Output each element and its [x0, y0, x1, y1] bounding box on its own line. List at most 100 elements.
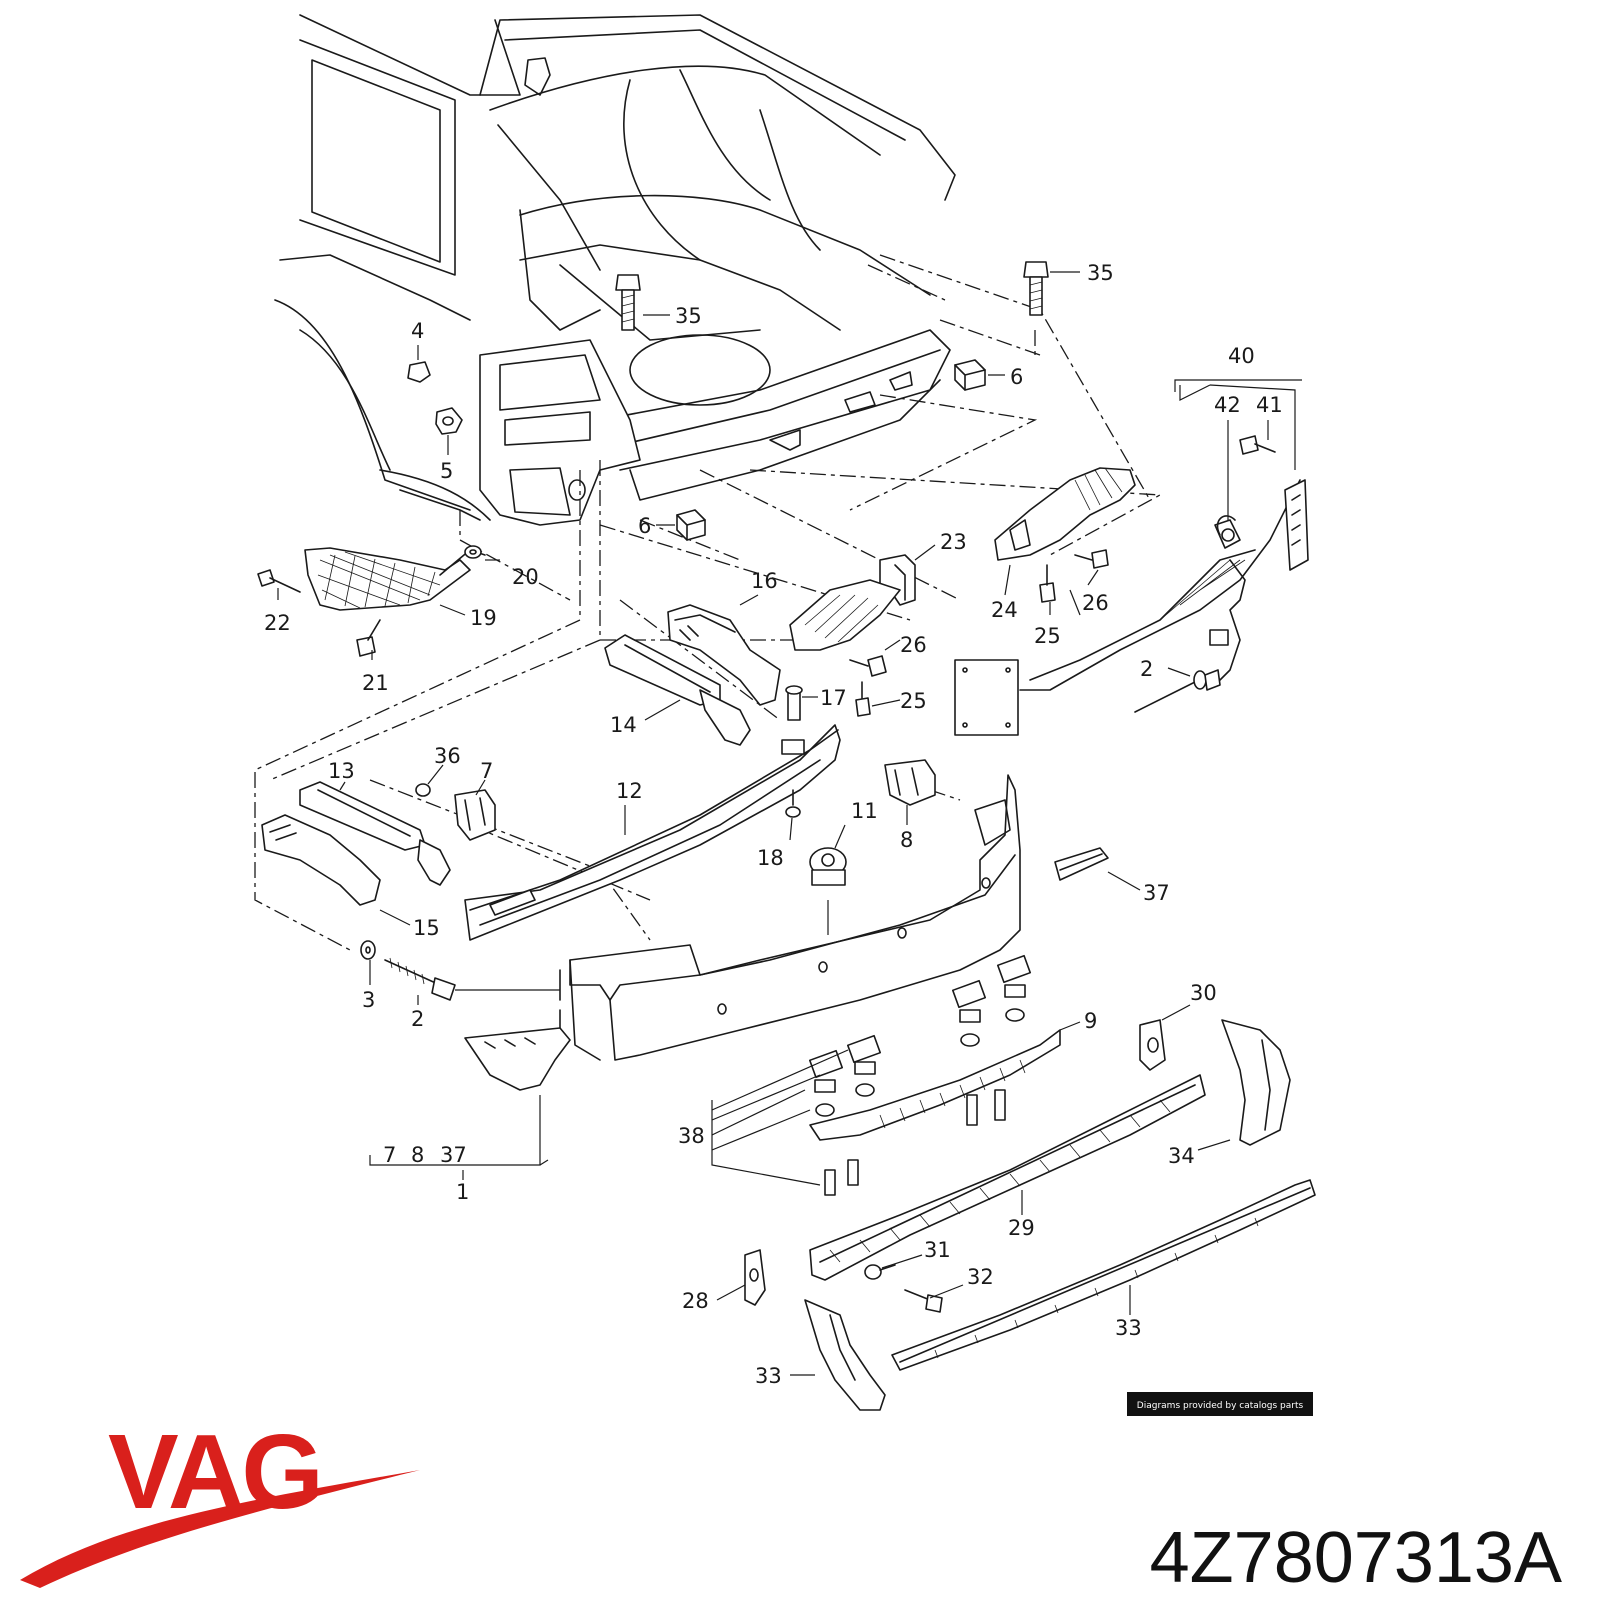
callout-11: 11 [851, 799, 878, 823]
callout-41: 42 [1214, 393, 1241, 417]
callout-numbers: 35 35 4 5 6 6 40 42 41 20 19 22 21 23 16… [264, 261, 1283, 1388]
callout-13: 13 [328, 759, 355, 783]
callout-21: 21 [362, 671, 389, 695]
callout-34: 34 [1168, 1144, 1195, 1168]
callout-35: 35 [675, 304, 702, 328]
washer-3 [360, 940, 376, 960]
car-body-rear [274, 14, 956, 526]
callout-group-8: 37 [440, 1143, 467, 1167]
callout-14: 14 [610, 713, 637, 737]
clip-18 [785, 789, 801, 818]
screw-26-left [849, 655, 887, 677]
mounting-plate-42 [954, 659, 1019, 736]
callout-38: 38 [678, 1124, 705, 1148]
bracket-24 [994, 467, 1136, 561]
clip-5 [435, 407, 463, 435]
bumper-carrier-12 [464, 724, 841, 941]
callout-group-7: 8 [411, 1143, 424, 1167]
callout-35: 35 [1087, 261, 1114, 285]
bolt-40 [1239, 435, 1276, 455]
callout-19: 19 [470, 606, 497, 630]
guide-8 [884, 759, 936, 806]
callout-17: 17 [820, 686, 847, 710]
brand-name: VAG [108, 1413, 321, 1531]
lower-trim-32 [891, 1179, 1316, 1371]
cage-nut-6-left [676, 509, 706, 541]
clip-29 [1139, 1019, 1166, 1071]
clip-36 [415, 783, 431, 797]
bracket-9 [809, 1029, 1061, 1141]
callout-28: 29 [1008, 1216, 1035, 1240]
clip-42-bracket [1209, 629, 1229, 646]
vag-logo: VAG [20, 1413, 420, 1588]
callout-6: 6 [1010, 365, 1023, 389]
wiring-harness-39 [1019, 479, 1309, 691]
bolt-2 [384, 957, 456, 1001]
rail-28 [809, 1074, 1206, 1281]
callout-22: 22 [264, 611, 291, 635]
callout-4: 4 [411, 319, 424, 343]
screw-22 [257, 569, 301, 593]
screw-21 [356, 619, 381, 657]
callout-12: 12 [616, 779, 643, 803]
callout-2: 2 [411, 1007, 424, 1031]
clip-37 [1054, 847, 1109, 881]
bumper-cover-1 [559, 774, 1021, 1061]
bracket-15 [261, 814, 381, 906]
cage-nut-6-right [954, 359, 986, 391]
bumper-lower-lip [464, 1027, 571, 1091]
assembly-lines [254, 254, 1163, 951]
callout-9: 9 [1084, 1009, 1097, 1033]
clip-27 [744, 1249, 766, 1306]
callout-37: 37 [1143, 881, 1170, 905]
bolt-35-left [615, 274, 641, 331]
callout-5: 5 [440, 459, 453, 483]
pin-42 [1134, 669, 1221, 713]
callout-8: 8 [900, 828, 913, 852]
bumper-guide-left [789, 579, 901, 651]
callout-27: 28 [682, 1289, 709, 1313]
callout-26: 26 [900, 633, 927, 657]
callout-1: 1 [456, 1180, 469, 1204]
callout-18: 18 [757, 846, 784, 870]
callout-25: 25 [900, 689, 927, 713]
part-number: 4Z7807313A [1150, 1518, 1562, 1598]
clip-41 [1216, 515, 1236, 536]
callout-40: 41 [1256, 393, 1283, 417]
sensor-11 [809, 847, 847, 886]
bracket-19 [304, 547, 486, 611]
nut-25-right [1039, 564, 1056, 603]
bracket-16 [667, 604, 781, 706]
leader-lines [277, 271, 1302, 1376]
nut-30 [864, 1264, 896, 1280]
callout-26: 26 [1082, 591, 1109, 615]
callout-36: 36 [434, 744, 461, 768]
side-panel-33 [804, 1299, 886, 1411]
side-panel-34 [1221, 1019, 1291, 1146]
callout-15: 15 [413, 916, 440, 940]
callout-6: 6 [638, 514, 651, 538]
callout-39: 40 [1228, 344, 1255, 368]
nut-25-left [855, 681, 871, 717]
callout-24: 24 [991, 598, 1018, 622]
clip-4 [407, 361, 431, 383]
absorber-13 [299, 781, 451, 886]
screw-26-right [1074, 549, 1109, 569]
callout-16: 16 [751, 569, 778, 593]
bolt-35-right [1023, 261, 1049, 316]
callout-31: 32 [967, 1265, 994, 1289]
nut-20 [464, 545, 482, 559]
callout-23: 23 [940, 530, 967, 554]
callout-29: 30 [1190, 981, 1217, 1005]
callout-20: 20 [512, 565, 539, 589]
absorber-14 [604, 634, 751, 746]
credit-text: Diagrams provided by catalogs parts [1137, 1401, 1304, 1411]
stud-17 [785, 685, 803, 721]
callout-25: 25 [1034, 624, 1061, 648]
credit-banner: Diagrams provided by catalogs parts [1127, 1392, 1313, 1416]
callout-42: 2 [1140, 657, 1153, 681]
callout-32: 33 [1115, 1316, 1142, 1340]
guide-7 [454, 789, 496, 841]
callout-group-2: 7 [383, 1143, 396, 1167]
